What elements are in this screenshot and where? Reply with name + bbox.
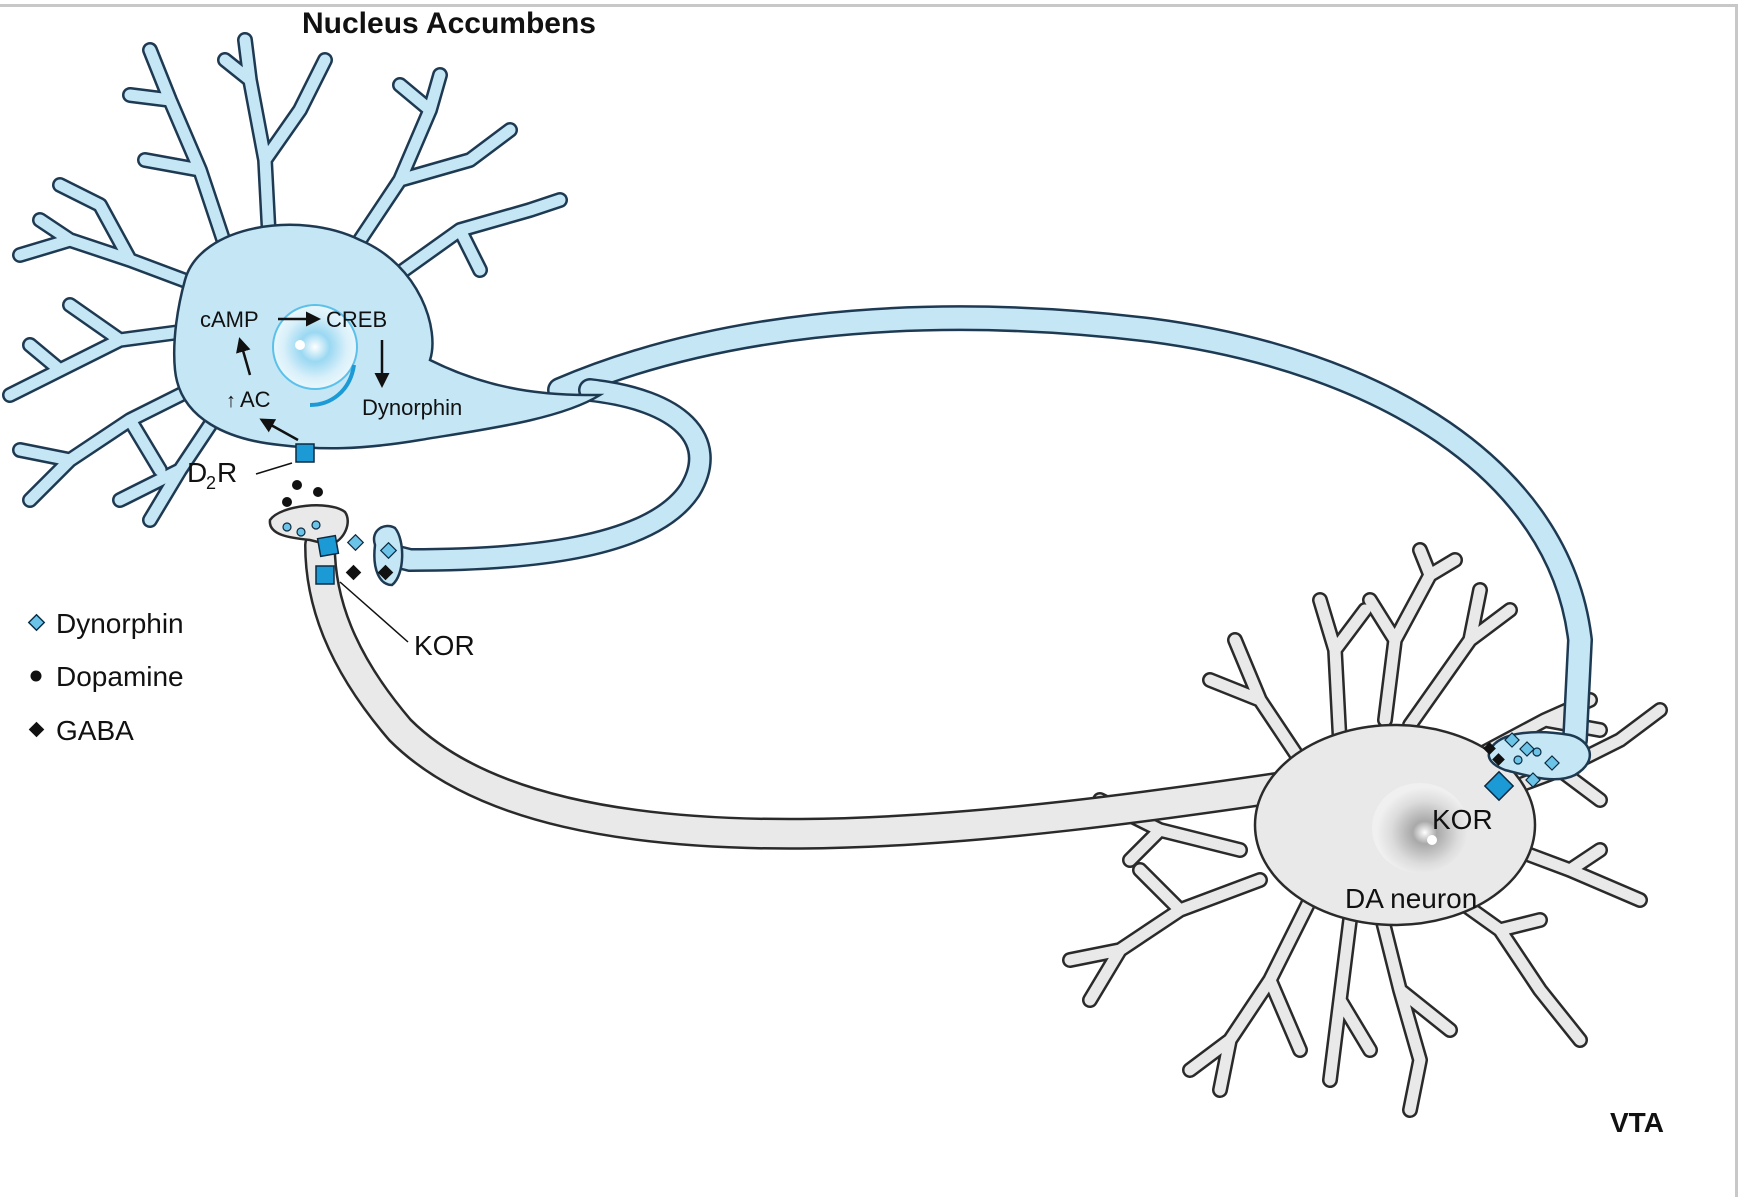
signaling-arrows: [236, 311, 390, 442]
d2r-sub: 2: [206, 473, 216, 493]
legend-label-dopamine: Dopamine: [56, 661, 184, 692]
legend-label-gaba: GABA: [56, 715, 134, 746]
dopamine-icon: [30, 670, 42, 682]
kor-nac-label: KOR: [414, 630, 475, 661]
d2r-leader: [255, 462, 293, 475]
nac-axon-collateral: [378, 378, 712, 573]
d2r-label: D 2 R: [187, 457, 237, 493]
creb-label: CREB: [326, 307, 387, 332]
da-nucleolus: [1427, 835, 1437, 845]
kor-receptor-vta: [1483, 770, 1515, 802]
arrow-d2r-to-ac: [259, 418, 299, 442]
kor-nac-leader: [339, 581, 409, 643]
nac-axon-to-vta: [547, 305, 1594, 753]
nucleus-accumbens-label: Nucleus Accumbens: [302, 7, 596, 40]
gaba-icon: [28, 721, 45, 738]
nac-neuron-soma: [172, 223, 605, 450]
da-neuron-nucleus: [1372, 783, 1468, 873]
nac-nucleus-rim: [309, 364, 356, 407]
synapse-molecules-vta: [1483, 732, 1560, 802]
ac-up-arrow: ↑: [226, 390, 236, 412]
legend-label-dynorphin: Dynorphin: [56, 608, 184, 639]
nac-neuron-nucleus: [272, 304, 358, 390]
top-border: [0, 4, 1738, 7]
kor-vta-label: KOR: [1432, 804, 1493, 835]
legend: Dynorphin Dopamine GABA: [27, 608, 184, 746]
d2r-d: D: [187, 457, 207, 488]
arrow-ac-to-camp: [236, 337, 252, 376]
dopamine-molecules: [282, 480, 323, 507]
legend-item-dynorphin: Dynorphin: [27, 608, 184, 639]
nac-nucleolus: [295, 340, 305, 350]
d2r-r: R: [217, 457, 237, 488]
dynorphin-icon: [27, 613, 46, 632]
camp-label: cAMP: [200, 307, 259, 332]
d2r-receptor: [295, 443, 315, 463]
da-terminal-bulb: [268, 504, 349, 547]
ac-label: AC: [240, 387, 271, 412]
legend-item-gaba: GABA: [28, 715, 134, 746]
right-border: [1735, 4, 1738, 1197]
kor-receptors-nac: [315, 534, 340, 585]
vta-label: VTA: [1610, 1107, 1664, 1138]
dynorphin-cell-label: Dynorphin: [362, 395, 462, 420]
legend-item-dopamine: Dopamine: [30, 661, 184, 692]
da-neuron-label: DA neuron: [1345, 883, 1477, 914]
nac-neuron-dendrites: [2, 32, 568, 528]
da-neuron-axon: [304, 529, 1346, 850]
dopamine-vesicles: [282, 520, 321, 537]
